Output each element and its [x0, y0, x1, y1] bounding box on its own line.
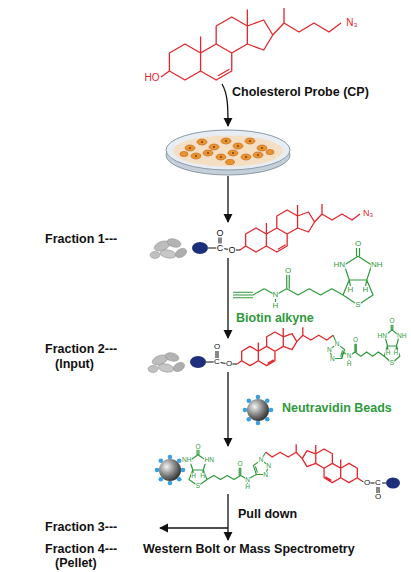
step-label: Pull down — [238, 508, 297, 522]
atom-label: N₃ — [362, 209, 373, 218]
atom-label: H — [191, 473, 197, 480]
atom-label: O — [374, 493, 381, 501]
protein-cluster — [150, 237, 188, 259]
atom-label: NH — [370, 261, 383, 269]
atom-label: HN — [204, 457, 214, 464]
atom-label: H — [200, 473, 206, 480]
protein-oval — [190, 356, 206, 368]
atom-label: N — [334, 341, 340, 348]
culture-dish — [166, 130, 290, 175]
protein-cluster — [148, 351, 186, 373]
flow-arrow — [227, 176, 228, 222]
atom-label: N — [245, 476, 251, 483]
atom-label: O — [284, 267, 291, 275]
biotin-structure — [343, 324, 400, 363]
atom-label: O — [354, 240, 361, 248]
atom-label: H — [272, 302, 279, 310]
atom-label: N₃ — [346, 18, 358, 28]
steroid-structure — [237, 327, 333, 365]
biotin-structure — [264, 248, 373, 306]
atom-label: H — [393, 350, 399, 357]
atom-label: C — [214, 358, 221, 366]
atom-label: O — [225, 360, 232, 368]
fraction-label: Fraction 4--- — [45, 543, 117, 557]
atom-label: HO — [144, 73, 160, 83]
atom-label: S — [389, 360, 394, 367]
atom-label: N — [272, 291, 279, 299]
fraction-label: Fraction 2--- — [45, 343, 117, 357]
atom-label: O — [363, 479, 370, 487]
atom-label: O — [353, 337, 359, 344]
probe-title: Cholesterol Probe (CP) — [232, 86, 369, 100]
fraction-label: Fraction 1--- — [45, 233, 117, 247]
analysis-label: Western Bolt or Mass Spectrometry — [143, 543, 355, 557]
dish-rim — [166, 130, 290, 170]
flow-arrow — [227, 494, 228, 540]
atom-label: H — [346, 361, 352, 368]
atom-label: NH — [182, 457, 192, 464]
flow-arrow — [227, 372, 228, 446]
flow-arrow — [222, 84, 228, 126]
cells — [180, 138, 274, 165]
steroid-structure — [266, 444, 362, 482]
atom-label: N — [263, 471, 269, 478]
dish-medium — [173, 136, 283, 167]
atom-label: H — [385, 350, 391, 357]
atom-label: C — [375, 479, 382, 487]
atom-label: N — [346, 353, 352, 360]
atom-label: NH — [397, 333, 407, 340]
alkyne-group — [233, 289, 264, 298]
atom-label: O — [195, 444, 201, 451]
atom-label: HN — [333, 261, 346, 269]
neutravidin-bead — [243, 395, 274, 426]
flow-arrow — [160, 527, 228, 528]
atom-label: C — [216, 244, 224, 253]
reagent-label: Biotin alkyne — [236, 312, 314, 326]
atom-label: S — [195, 483, 200, 490]
atom-label: N — [327, 346, 333, 353]
atom-label: O — [228, 246, 236, 255]
biotin-structure — [189, 449, 254, 486]
flow-arrow — [227, 258, 228, 338]
fraction-label: Fraction 3--- — [45, 521, 117, 535]
fraction-note: (Input) — [55, 358, 94, 372]
atom-label: N — [258, 457, 264, 464]
atom-label: O — [237, 461, 243, 468]
atom-label: HN — [377, 333, 387, 340]
atom-label: S — [355, 301, 361, 309]
atom-label: O — [213, 343, 220, 351]
atom-label: O — [216, 229, 224, 238]
steroid-structure — [161, 8, 341, 80]
steroid-structure — [240, 204, 360, 252]
reagent-label: Neutravidin Beads — [282, 402, 392, 416]
protein-oval — [386, 478, 400, 489]
atom-label: N — [329, 355, 335, 362]
protein-oval — [192, 242, 208, 254]
atom-label: H — [362, 286, 369, 294]
atom-label: O — [389, 318, 395, 325]
atom-label: H — [245, 484, 251, 491]
fraction-note: (Pellet) — [55, 557, 97, 571]
atom-label: H — [347, 286, 354, 294]
cell-nuclei — [189, 140, 263, 158]
atom-label: N — [266, 462, 272, 469]
